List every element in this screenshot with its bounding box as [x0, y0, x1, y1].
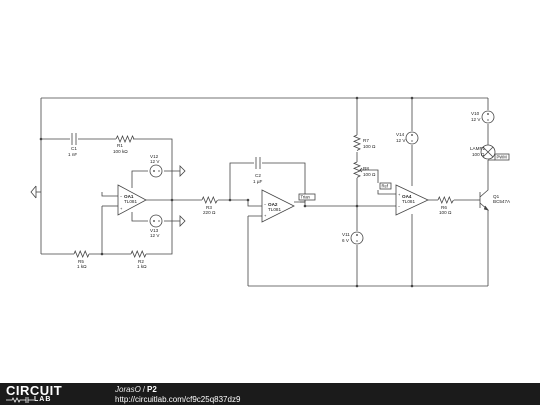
resistor-r1: R1 100 kΩ	[113, 134, 135, 154]
q1-name: Q1	[493, 194, 500, 199]
voltage-source-v10: V10 12 V	[471, 110, 495, 124]
lamp1-value: 100 Ω	[472, 152, 485, 157]
r6-value: 100 Ω	[439, 210, 452, 215]
r2-value: 1 kΩ	[137, 264, 147, 269]
resistor-r7: R7 100 Ω	[352, 134, 376, 151]
c2-name: C2	[255, 173, 261, 178]
opamp-oa2: − + OA2 TL081	[261, 189, 295, 223]
circuit-url-link[interactable]: http://circuitlab.com/cf9c25q837dz9	[115, 395, 241, 404]
q1-model: BC547A	[493, 199, 511, 204]
c1-value: 1 nF	[68, 152, 77, 157]
v12-name: V12	[150, 154, 159, 159]
r1-name: R1	[117, 143, 123, 148]
wires	[36, 97, 489, 287]
v12-value: 12 V	[150, 159, 160, 164]
circuit-title-line: JorasO/P2	[115, 385, 157, 395]
footer-bar: CIRCUIT LAB JorasO/P2 http://circuitlab.…	[0, 383, 540, 405]
svg-text:−: −	[398, 204, 401, 209]
r3-name: R3	[206, 205, 212, 210]
voltage-source-v11: V11 6 V	[342, 231, 364, 245]
resistor-r3: R3 220 Ω	[201, 195, 218, 215]
opamp-oa4: + − OA4 TL081	[395, 184, 429, 216]
svg-text:+: +	[120, 206, 123, 211]
author-name[interactable]: JorasO	[115, 385, 141, 394]
junctions	[39, 96, 414, 288]
resistor-r6: R6 100 Ω	[437, 195, 454, 215]
circuit-schematic: C1 1 nF R1 100 kΩ V12 12 V − + OA1 TL081…	[30, 96, 511, 288]
title-separator: /	[142, 385, 146, 394]
trian-label: Trian	[301, 195, 311, 200]
svg-text:+: +	[264, 213, 267, 218]
v13-value: 12 V	[150, 233, 160, 238]
capacitor-c1: C1 1 nF	[68, 133, 77, 157]
svg-text:−: −	[120, 194, 123, 199]
r3-value: 220 Ω	[203, 210, 216, 215]
r7-name: R7	[363, 138, 369, 143]
transistor-q1: Q1 BC547A	[477, 183, 511, 216]
c1-name: C1	[71, 146, 77, 151]
voltage-source-v13: V13 12 V	[149, 214, 186, 238]
oa1-model: TL081	[124, 199, 137, 204]
resistor-r5: R5 1 kΩ	[73, 249, 90, 269]
voltage-source-v12: V12 12 V	[149, 154, 186, 178]
v14-name: V14	[396, 132, 405, 137]
net-label-pwm: PWM	[488, 153, 510, 161]
oa4-name: OA4	[402, 194, 412, 199]
r6-name: R6	[441, 205, 447, 210]
r8-name: R8	[363, 166, 369, 171]
v11-value: 6 V	[342, 238, 350, 243]
logo-circuit-icon	[6, 397, 34, 403]
pwm-label: PWM	[497, 155, 508, 160]
v13-name: V13	[150, 228, 159, 233]
ground-symbol	[30, 185, 37, 199]
oa4-model: TL081	[402, 199, 415, 204]
oa2-name: OA2	[268, 202, 278, 207]
v14-value: 12 V	[396, 138, 406, 143]
oa2-model: TL081	[268, 207, 281, 212]
circuitlab-logo[interactable]: CIRCUIT LAB	[6, 384, 106, 404]
logo-wordmark: CIRCUIT	[6, 383, 63, 398]
r5-name: R5	[78, 259, 84, 264]
r8-value: 100 Ω	[363, 172, 376, 177]
net-label-trian: Trian	[298, 193, 316, 201]
oa1-name: OA1	[124, 194, 134, 199]
v10-value: 12 V	[471, 117, 481, 122]
svg-text:−: −	[264, 202, 267, 207]
r1-value: 100 kΩ	[113, 149, 128, 154]
v11-name: V11	[342, 232, 350, 237]
v10-name: V10	[471, 111, 480, 116]
c2-value: 1 µF	[253, 179, 262, 184]
net-label-ref: Ref	[379, 182, 392, 190]
capacitor-c2: C2 1 µF	[253, 157, 262, 184]
opamp-oa1: − + OA1 TL081	[117, 184, 147, 216]
circuit-title[interactable]: P2	[147, 385, 157, 394]
svg-text:+: +	[398, 192, 401, 197]
logo-sub-wordmark: LAB	[34, 396, 52, 403]
voltage-source-v14: V14 12 V	[396, 131, 419, 145]
lamp1-name: LAMP1	[470, 146, 486, 151]
resistor-r2: R2 1 kΩ	[130, 249, 147, 269]
ref-label: Ref	[382, 184, 389, 189]
r7-value: 100 Ω	[363, 144, 376, 149]
potentiometer-r8: R8 100 Ω	[352, 161, 376, 178]
lamp-lamp1: LAMP1 100 Ω	[470, 144, 496, 160]
r2-name: R2	[138, 259, 144, 264]
r5-value: 1 kΩ	[77, 264, 87, 269]
